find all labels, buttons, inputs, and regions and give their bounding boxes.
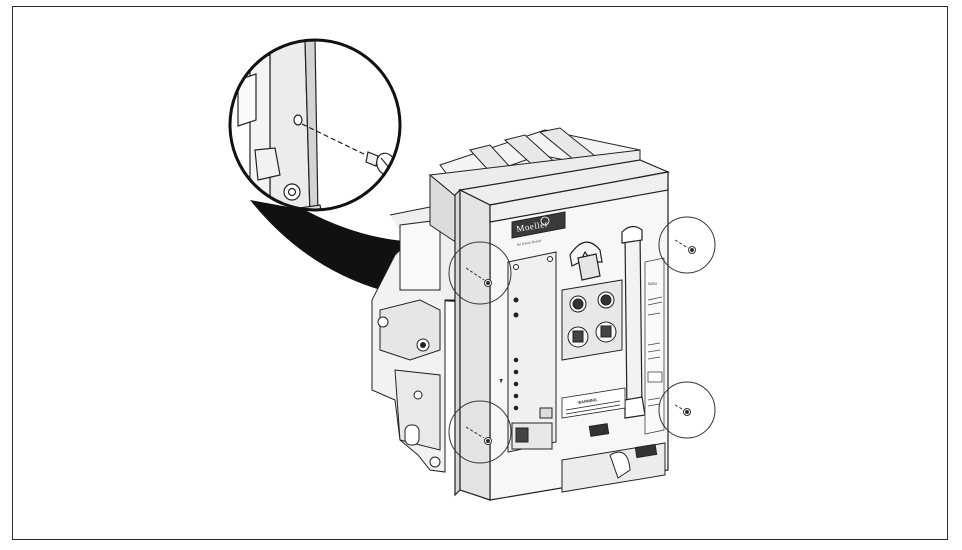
screw-detail-bottom-right (658, 381, 716, 439)
bottom-section (561, 423, 666, 493)
svg-text:7: 7 (500, 378, 503, 383)
detail-circles (448, 216, 716, 464)
charging-handle (569, 241, 603, 281)
warning-label: WARNING (561, 387, 626, 419)
rating-plate-title: NZM (648, 281, 657, 286)
rating-plate: NZM (644, 257, 665, 435)
brand-label: Moeller An Eaton Brand (511, 211, 566, 247)
magnified-inset (228, 38, 402, 212)
screw-detail-top-left (448, 241, 512, 305)
control-panel (561, 279, 623, 361)
brand-subtitle: An Eaton Brand (516, 239, 541, 247)
screw-detail-bottom-left (448, 400, 512, 464)
magnifier-ring (228, 38, 402, 212)
accessory-panel: 7 (500, 251, 557, 453)
warning-title: WARNING (577, 397, 597, 405)
screw-detail-top-right (658, 216, 716, 274)
side-mechanism (371, 204, 461, 473)
